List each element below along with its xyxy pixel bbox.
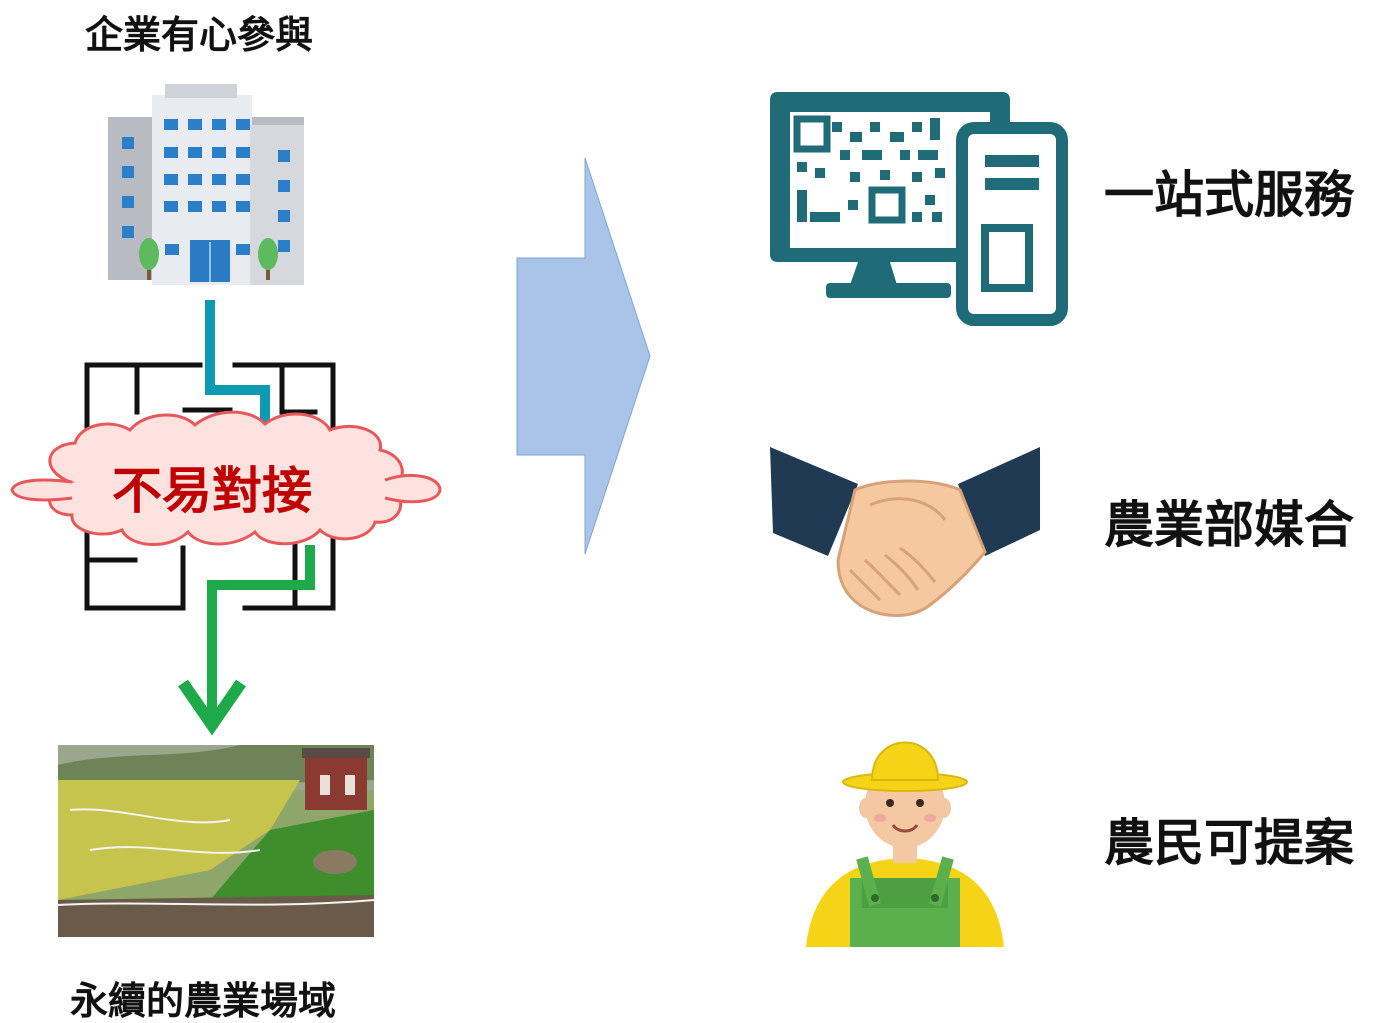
right-arrow-shape [516,157,651,555]
obstacle-label: 不易對接 [112,462,312,520]
down-arrow-head [178,679,246,736]
company-label: 企業有心參與 [85,13,314,57]
office-building-icon [108,84,304,285]
farm-field-image [57,745,375,937]
qr-computer-icon [770,92,1068,326]
one-stop-service-label: 一站式服務 [1104,166,1354,224]
handshake-icon [770,447,1040,617]
agri-matchmaking-label: 農業部媒合 [1104,496,1354,554]
obstacle-cloud-shape [10,410,442,546]
green-path-line [207,545,315,715]
farmer-proposal-label: 農民可提案 [1104,814,1354,872]
farm-label: 永續的農業場域 [70,979,337,1023]
farmer-icon [806,741,1004,947]
teal-path-line [205,300,270,445]
